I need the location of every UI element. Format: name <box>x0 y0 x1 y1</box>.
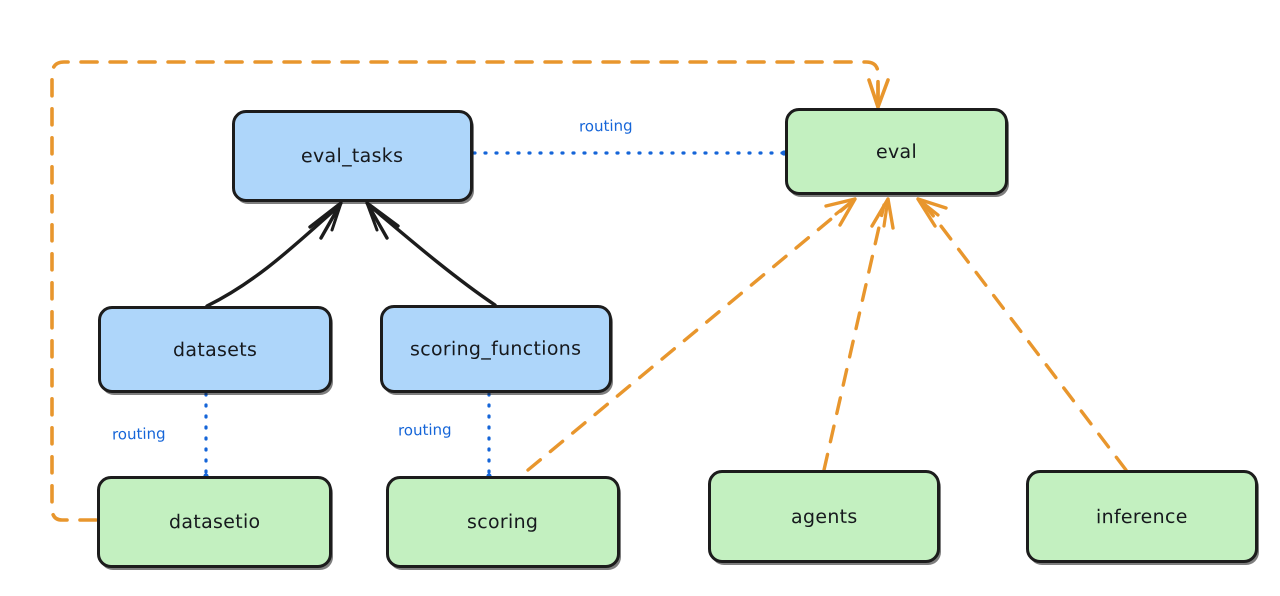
node-label-scoring: scoring <box>467 510 539 534</box>
edge-scoring-functions-to-eval-tasks <box>365 201 497 307</box>
edge-label-routing-datasets-datasetio: routing <box>111 424 166 444</box>
edge-eval-tasks-to-eval-routing <box>472 150 787 156</box>
node-label-datasets: datasets <box>172 338 258 361</box>
edge-scoring-to-eval <box>526 197 857 472</box>
node-eval-tasks[interactable]: eval_tasks <box>232 110 473 202</box>
node-label-scoring-functions: scoring_functions <box>410 337 582 361</box>
edge-scoring-functions-to-scoring-routing <box>486 392 492 479</box>
node-datasetio[interactable]: datasetio <box>97 476 332 568</box>
edge-datasets-to-eval-tasks <box>205 201 343 308</box>
node-scoring-functions[interactable]: scoring_functions <box>380 305 612 393</box>
node-label-datasetio: datasetio <box>168 510 261 534</box>
node-label-eval-tasks: eval_tasks <box>301 144 404 168</box>
edge-datasetio-to-eval <box>50 60 890 522</box>
node-label-eval: eval <box>875 140 918 163</box>
node-scoring[interactable]: scoring <box>386 476 620 568</box>
edge-label-routing-eval-tasks-eval: routing <box>578 116 633 136</box>
edge-datasets-to-datasetio-routing <box>203 392 209 479</box>
node-agents[interactable]: agents <box>708 470 940 563</box>
edge-inference-to-eval <box>916 197 1128 472</box>
edge-label-routing-scoring-functions-scoring: routing <box>397 420 452 440</box>
node-label-agents: agents <box>790 505 858 528</box>
node-label-inference: inference <box>1096 505 1188 528</box>
node-eval[interactable]: eval <box>785 108 1008 195</box>
node-datasets[interactable]: datasets <box>98 306 332 393</box>
edge-agents-to-eval <box>822 197 895 472</box>
node-inference[interactable]: inference <box>1026 470 1258 563</box>
